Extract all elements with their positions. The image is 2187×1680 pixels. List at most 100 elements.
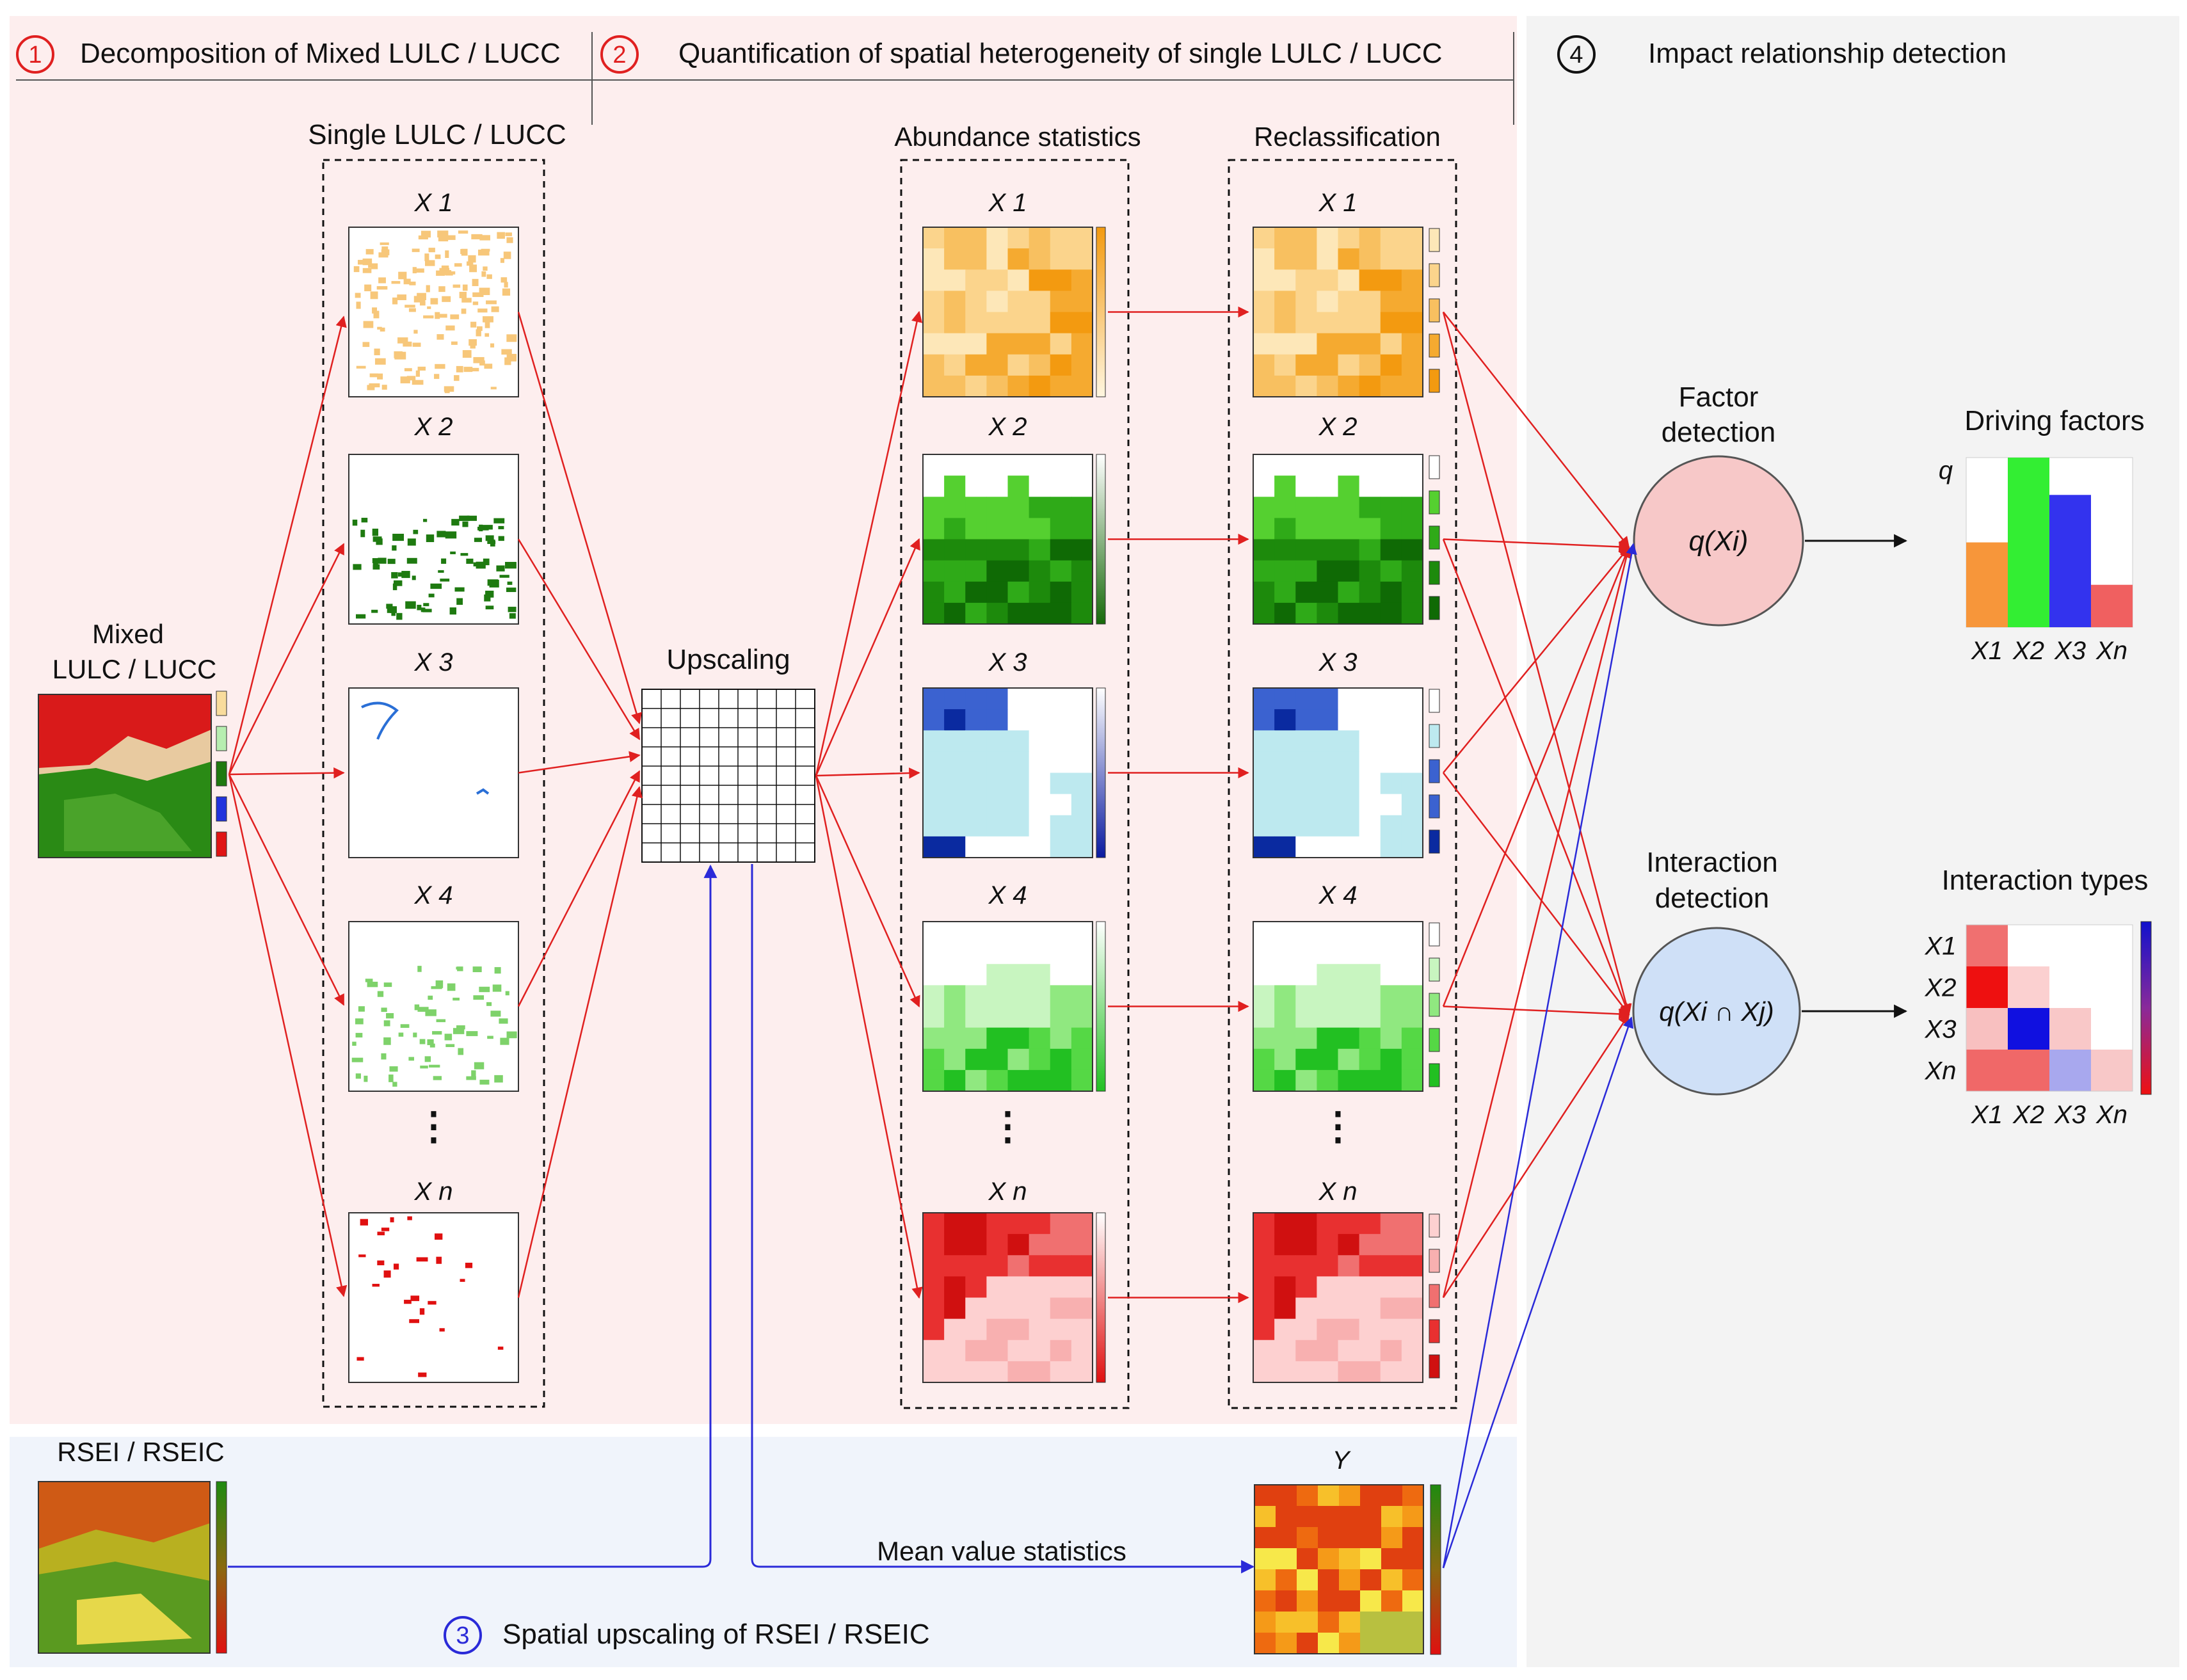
reclass-legend-4-5 <box>1429 1063 1440 1087</box>
mixed-label-2: LULC / LUCC <box>52 654 217 684</box>
abundance-label-2: X 2 <box>988 413 1027 441</box>
section-4-number: 4 <box>1569 42 1583 68</box>
single-map-pattern-5 <box>356 1216 504 1377</box>
reclass-legend-4-2 <box>1429 957 1440 982</box>
reclass-label: Reclassification <box>1254 122 1441 152</box>
section-3-title: Spatial upscaling of RSEI / RSEIC <box>502 1619 930 1650</box>
reclass-label-1: X 1 <box>1318 189 1357 217</box>
matrix-cell-3-1 <box>2008 1050 2049 1091</box>
matrix-col-label-Xn: Xn <box>2095 1101 2127 1129</box>
matrix-cell-3-3 <box>2091 1050 2133 1091</box>
reclass-ellipsis: ⋮ <box>1319 1105 1358 1148</box>
section-4-header: 4 Impact relationship detection <box>1557 35 2007 74</box>
abundance-map-3 <box>922 687 1093 858</box>
matrix-cell-1-3 <box>2091 966 2133 1008</box>
reclass-to-factor-2 <box>1443 538 1630 553</box>
grid-to-abundance-2 <box>815 538 920 776</box>
abundance-maps: X 1X 2X 3X 4X n⋮ <box>922 189 1106 1383</box>
reclass-legend-1-2 <box>1429 263 1440 287</box>
mixed-to-single-4 <box>228 774 345 1006</box>
abundance-colorbar-5 <box>1096 1212 1106 1383</box>
bar-X2 <box>2008 458 2049 627</box>
bar-X1 <box>1966 542 2008 627</box>
reclass-legend-1-4 <box>1429 333 1440 358</box>
matrix-cell-0-1 <box>2008 925 2049 966</box>
single-label-4: X 4 <box>413 881 453 909</box>
abundance-colorbar-2 <box>1096 454 1106 625</box>
reclass-legend-3-2 <box>1429 724 1440 748</box>
reclass-legend-3-3 <box>1429 759 1440 783</box>
single-to-grid-4 <box>517 770 641 1007</box>
y-label: Y <box>1333 1446 1352 1475</box>
single-ellipsis: ⋮ <box>415 1105 453 1148</box>
abundance-map-2 <box>922 454 1093 625</box>
matrix-col-label-X1: X1 <box>1971 1101 2003 1129</box>
y-map <box>1254 1484 1424 1654</box>
factor-label-2: detection <box>1662 417 1776 448</box>
grid-to-abundance-1 <box>815 310 923 776</box>
abundance-map-4 <box>922 921 1093 1092</box>
matrix-cell-2-0 <box>1966 1008 2008 1050</box>
matrix-cell-0-3 <box>2091 925 2133 966</box>
mixed-map-legend <box>216 691 227 857</box>
flow-arrows <box>228 306 1637 1569</box>
reclass-label-4: X 4 <box>1318 881 1357 909</box>
matrix-row-label-X1: X1 <box>1925 932 1957 961</box>
bar-label-X3: X3 <box>2054 637 2086 665</box>
single-to-grid-2 <box>517 538 641 740</box>
interaction-colorbar <box>2140 921 2152 1095</box>
single-map-pattern-3 <box>361 701 490 795</box>
reclass-to-interaction-5 <box>1442 1013 1630 1299</box>
reclass-legend-3-5 <box>1429 829 1440 854</box>
abundance-label-4: X 4 <box>988 881 1027 909</box>
upscaling-grid <box>641 689 815 863</box>
reclass-legend-2-4 <box>1429 561 1440 585</box>
abundance-map-5 <box>922 1212 1093 1383</box>
interaction-label-2: detection <box>1655 883 1770 914</box>
reclass-map-4 <box>1253 921 1423 1092</box>
single-to-grid-5 <box>517 786 643 1298</box>
grid-frame <box>641 689 815 863</box>
single-lulc-label: Single LULC / LUCC <box>308 119 566 150</box>
matrix-cell-2-1 <box>2008 1008 2049 1050</box>
section-1-header: 1 Decomposition of Mixed LULC / LUCC <box>16 35 561 74</box>
factor-label-1: Factor <box>1679 381 1759 413</box>
interaction-formula: q(Xi ∩ Xj) <box>1659 996 1774 1027</box>
abundance-colorbar-3 <box>1096 687 1106 858</box>
reclass-legend-5-3 <box>1429 1284 1440 1308</box>
reclass-to-factor-3 <box>1443 546 1630 774</box>
reclass-legend-2-3 <box>1429 525 1440 550</box>
single-map-5 <box>348 1212 519 1383</box>
bar-X3 <box>2049 495 2091 627</box>
abundance-label-3: X 3 <box>988 648 1027 676</box>
factor-detection-circle <box>1633 455 1804 627</box>
matrix-cell-0-0 <box>1966 925 2008 966</box>
bar-label-X1: X1 <box>1971 637 2003 665</box>
driving-factors-title: Driving factors <box>1964 405 2144 436</box>
section-4-title: Impact relationship detection <box>1648 38 2007 69</box>
interaction-detection-circle <box>1632 927 1801 1096</box>
single-label-2: X 2 <box>413 413 453 441</box>
mixed-legend-swatch-5 <box>216 831 227 857</box>
mean-value-label: Mean value statistics <box>877 1536 1126 1566</box>
reclass-label-2: X 2 <box>1318 413 1357 441</box>
reclass-legend-5-2 <box>1429 1249 1440 1273</box>
mixed-legend-swatch-3 <box>216 761 227 787</box>
reclass-legend-4-3 <box>1429 993 1440 1017</box>
reclass-map-1 <box>1253 227 1423 397</box>
reclass-legend-2-2 <box>1429 490 1440 515</box>
matrix-col-label-X2: X2 <box>2012 1101 2044 1129</box>
reclass-legend-1-1 <box>1429 228 1440 252</box>
single-map-4 <box>348 921 519 1092</box>
reclass-legend-3-4 <box>1429 794 1440 819</box>
mixed-to-single-3 <box>228 767 345 779</box>
q-axis-label: q <box>1939 456 1953 484</box>
matrix-cell-1-2 <box>2049 966 2091 1008</box>
reclass-maps: X 1X 2X 3X 4X n⋮ <box>1253 189 1440 1383</box>
matrix-cell-3-2 <box>2049 1050 2091 1091</box>
reclass-legend-4-4 <box>1429 1028 1440 1052</box>
abundance-label-5: X n <box>988 1178 1027 1206</box>
rsei-colorbar <box>216 1481 227 1654</box>
single-map-pattern-1 <box>353 230 517 394</box>
